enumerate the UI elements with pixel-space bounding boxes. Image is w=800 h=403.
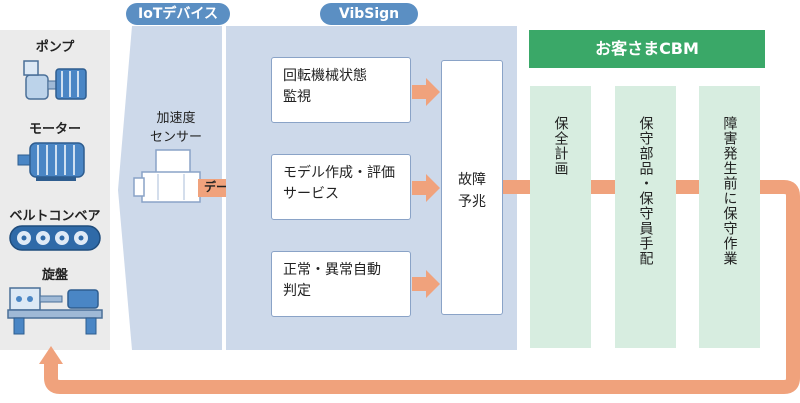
model-service-box: モデル作成・評価 サービス [271,154,411,220]
iot-device-title: IoTデバイス [126,3,230,25]
model-service-box-line1: モデル作成・評価 [283,165,395,181]
auto-judgment-box: 正常・異常自動 判定 [271,251,411,317]
equipment-label-motor: モーター [28,122,81,137]
feedback-loop-arrowhead [39,346,63,364]
cbm-step-3-text: 障害発生前に保守作業 [721,116,738,266]
fault-sign-line1: 故障 [458,172,486,188]
pump-icon [23,60,87,100]
model-service-box-line2: サービス [283,186,339,202]
cbm-step-1-text: 保全計画 [552,116,569,176]
arrow-model-to-fault [412,174,440,202]
monitoring-box: 回転機械状態 監視 [271,57,411,123]
acceleration-sensor-label: 加速度 センサー [126,109,226,147]
connector-fault-to-plan [503,180,530,194]
cbm-step-preventive-work: 障害発生前に保守作業 [699,86,760,348]
fault-sign-line2: 予兆 [458,194,486,210]
sensor-label-line1: 加速度 [156,111,196,126]
lathe-icon [7,287,103,335]
motor-icon [17,142,85,181]
connector-plan-to-parts [591,180,615,194]
auto-judgment-box-line1: 正常・異常自動 [283,262,381,278]
fault-sign-box: 故障 予兆 [441,60,503,315]
connector-parts-to-work [676,180,699,194]
vibsign-title: VibSign [320,3,418,25]
auto-judgment-box-line2: 判定 [283,283,311,299]
sensor-icon [133,149,201,203]
arrow-monitoring-to-fault [412,78,440,106]
feedback-loop-line [44,180,800,394]
cbm-step-2-text: 保守部品・保守員手配 [637,116,654,266]
monitoring-box-line1: 回転機械状態 [283,68,367,84]
equipment-label-belt-conveyor: ベルトコンベア [9,209,101,224]
arrow-judgment-to-fault [412,270,440,298]
belt-conveyor-icon [9,225,101,251]
cbm-step-maintenance-plan: 保全計画 [530,86,591,348]
equipment-label-pump: ポンプ [35,40,75,55]
equipment-label-lathe: 旋盤 [41,268,68,283]
sensor-label-line2: センサー [149,130,202,145]
cbm-step-parts-arrangement: 保守部品・保守員手配 [615,86,676,348]
cbm-title: お客さまCBM [529,30,765,68]
monitoring-box-line2: 監視 [283,89,311,105]
